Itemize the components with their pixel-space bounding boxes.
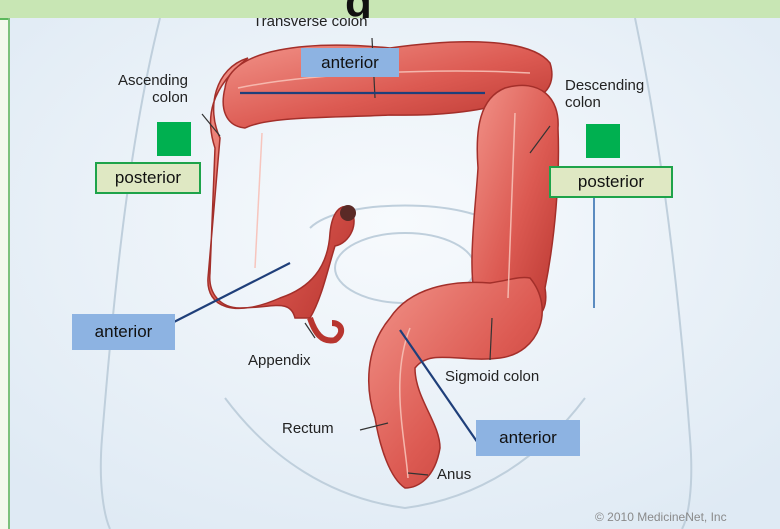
marker-square-left bbox=[157, 122, 191, 156]
label-anus: Anus bbox=[437, 466, 471, 483]
label-sigmoid-colon: Sigmoid colon bbox=[445, 368, 539, 385]
marker-square-right bbox=[586, 124, 620, 158]
overlay-posterior-right: posterior bbox=[549, 166, 673, 198]
copyright-notice: © 2010 MedicineNet, Inc bbox=[595, 510, 727, 524]
overlay-posterior-left: posterior bbox=[95, 162, 201, 194]
label-ascending-colon: Ascending colon bbox=[80, 72, 188, 106]
label-rectum: Rectum bbox=[282, 420, 334, 437]
label-appendix: Appendix bbox=[248, 352, 311, 369]
overlay-anterior-left: anterior bbox=[72, 314, 175, 350]
title-bar bbox=[0, 0, 780, 20]
label-descending-colon: Descending colon bbox=[565, 77, 644, 111]
overlay-anterior-top: anterior bbox=[301, 48, 399, 77]
overlay-anterior-bottom: anterior bbox=[476, 420, 580, 456]
label-transverse-colon: Transverse colon bbox=[253, 18, 368, 30]
anatomy-illustration: Transverse colon Ascending colon Descend… bbox=[8, 18, 780, 529]
